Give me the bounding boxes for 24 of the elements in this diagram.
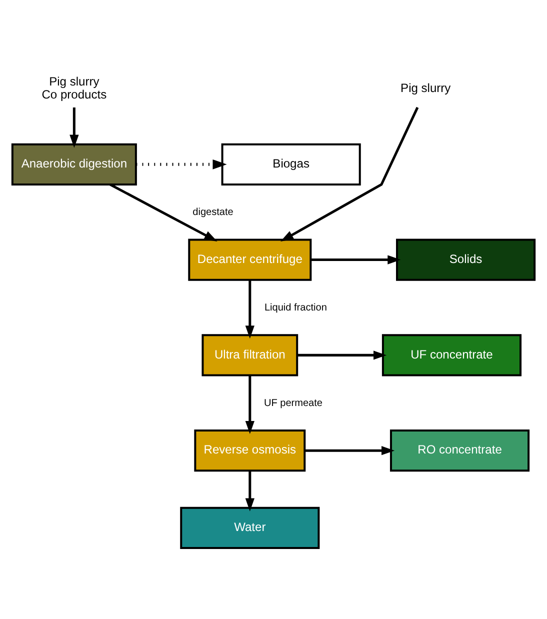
- edge-label: digestate: [192, 207, 234, 218]
- arrow: [245, 280, 254, 339]
- edge-label: Liquid fraction: [264, 302, 327, 314]
- node-box: UF concentrate: [382, 334, 522, 376]
- node-box: Solids: [396, 238, 536, 281]
- arrow: [70, 107, 79, 148]
- arrow: [280, 106, 419, 242]
- node-text: Pig slurry Co products: [42, 74, 107, 102]
- node-box: Biogas: [221, 143, 361, 186]
- node-box: Anaerobic digestion: [11, 143, 137, 186]
- node-box: RO concentrate: [390, 430, 530, 472]
- node-text: Pig slurry: [400, 81, 451, 96]
- arrow: [245, 470, 254, 512]
- arrow: [136, 159, 227, 170]
- node-box: Ultra filtration: [202, 334, 298, 376]
- node-box: Water: [180, 506, 320, 549]
- arrow: [304, 446, 395, 456]
- edge-label: UF permeate: [264, 398, 323, 409]
- node-box: Reverse osmosis: [194, 430, 306, 472]
- arrow: [297, 350, 387, 360]
- arrow: [110, 183, 218, 242]
- arrow: [310, 255, 401, 264]
- arrow: [245, 376, 254, 434]
- node-box: Decanter centrifuge: [188, 238, 312, 281]
